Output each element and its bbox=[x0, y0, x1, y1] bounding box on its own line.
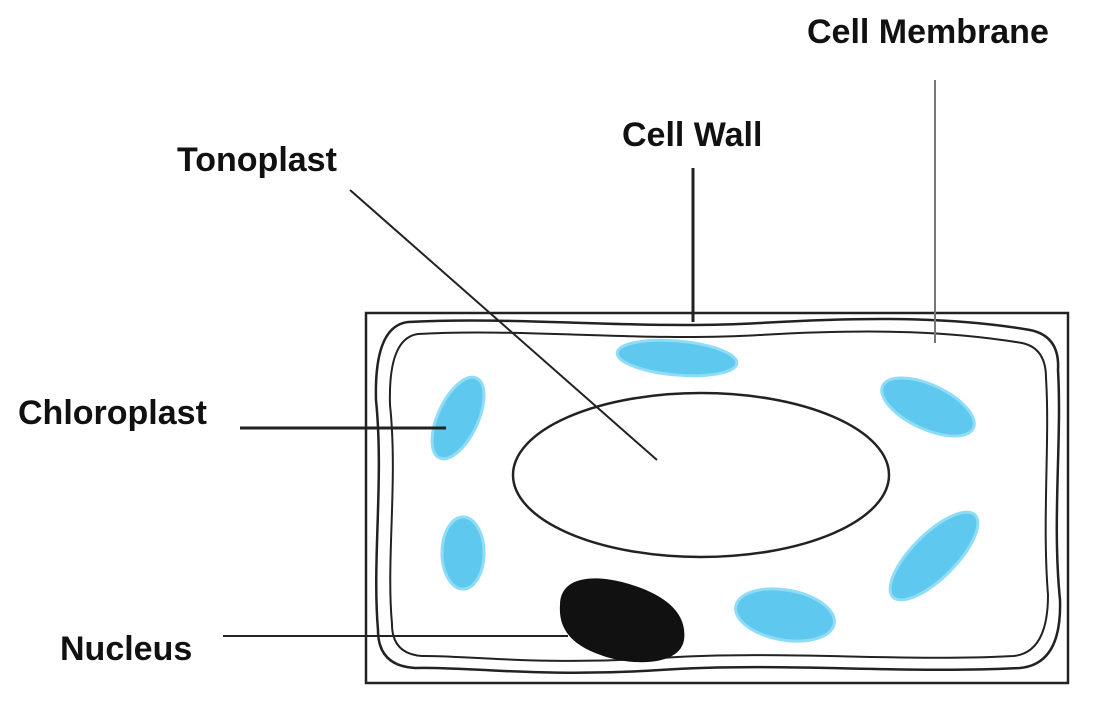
chloroplast-shape bbox=[873, 366, 982, 448]
chloroplast-shape bbox=[877, 499, 990, 612]
nucleus-shape bbox=[560, 578, 685, 662]
chloroplast-shape bbox=[616, 336, 739, 380]
chloroplast-shape bbox=[421, 370, 494, 467]
chloroplasts bbox=[421, 336, 990, 648]
chloroplast-shape bbox=[731, 582, 838, 649]
vacuole-tonoplast bbox=[513, 393, 889, 557]
chloroplast-shape bbox=[442, 517, 484, 589]
cell-wall-label: Cell Wall bbox=[622, 116, 762, 154]
chloroplast-label: Chloroplast bbox=[18, 394, 207, 432]
tonoplast-label: Tonoplast bbox=[177, 141, 337, 179]
cell-membrane-inner bbox=[390, 332, 1048, 661]
cell-membrane-label: Cell Membrane bbox=[807, 13, 1049, 51]
nucleus-label: Nucleus bbox=[60, 630, 192, 668]
